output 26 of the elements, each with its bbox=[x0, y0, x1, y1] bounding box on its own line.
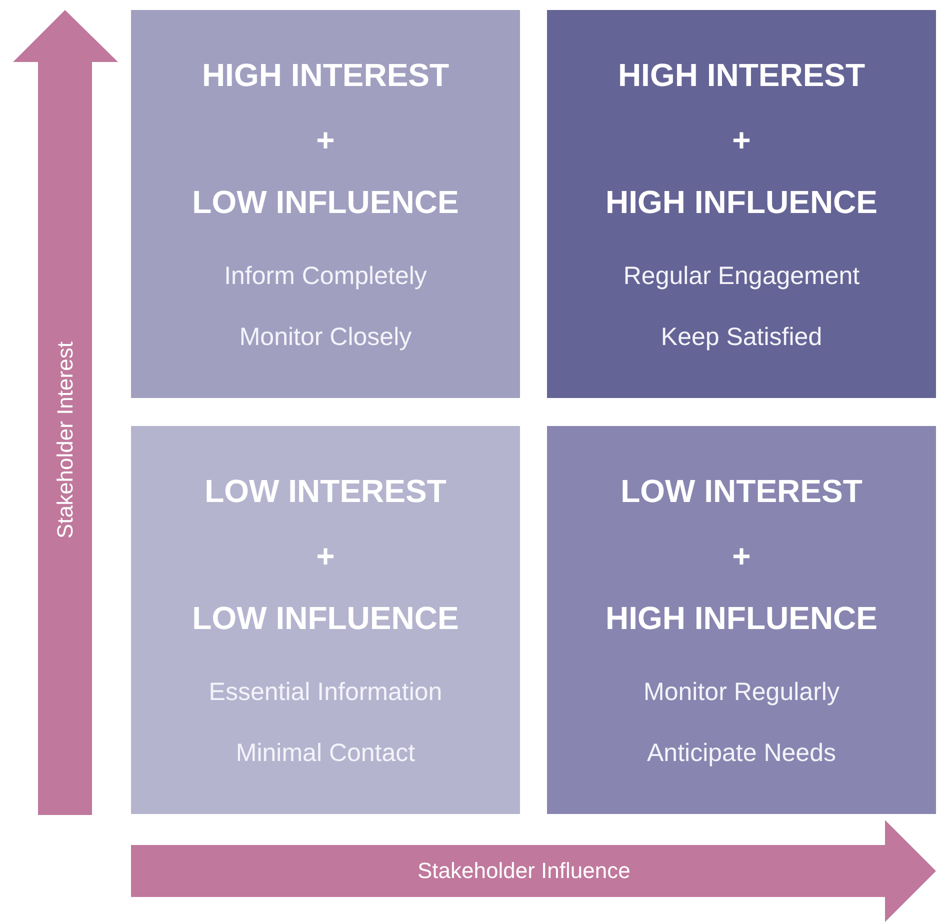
quadrant-heading: LOW INFLUENCE bbox=[191, 599, 460, 638]
quadrant-box bbox=[547, 426, 936, 814]
quadrant-heading: LOW INTEREST bbox=[204, 472, 448, 511]
strategy-text: Monitor Closely bbox=[238, 322, 413, 353]
quadrant-box bbox=[131, 426, 520, 814]
quadrant-heading: HIGH INFLUENCE bbox=[604, 599, 878, 638]
strategy-text: Anticipate Needs bbox=[646, 738, 837, 769]
axis-label: Stakeholder Influence bbox=[418, 857, 630, 885]
quadrant-heading: LOW INTEREST bbox=[620, 472, 864, 511]
strategy-text: Minimal Contact bbox=[234, 738, 416, 769]
strategy-text: Keep Satisfied bbox=[660, 322, 824, 353]
plus-sign: + bbox=[731, 537, 752, 576]
quadrant-heading: HIGH INTEREST bbox=[200, 56, 450, 95]
plus-sign: + bbox=[315, 121, 336, 160]
quadrant-heading: HIGH INTEREST bbox=[616, 56, 866, 95]
quadrant-heading: HIGH INFLUENCE bbox=[604, 183, 878, 222]
plus-sign: + bbox=[315, 537, 336, 576]
strategy-text: Regular Engagement bbox=[622, 261, 861, 292]
quadrant-box bbox=[131, 10, 520, 398]
plus-sign: + bbox=[731, 121, 752, 160]
strategy-text: Inform Completely bbox=[223, 261, 428, 292]
strategy-text: Monitor Regularly bbox=[642, 677, 840, 708]
strategy-text: Essential Information bbox=[208, 677, 444, 708]
quadrant-heading: LOW INFLUENCE bbox=[191, 183, 460, 222]
quadrant-box bbox=[547, 10, 936, 398]
axis-label: Stakeholder Interest bbox=[50, 342, 78, 538]
